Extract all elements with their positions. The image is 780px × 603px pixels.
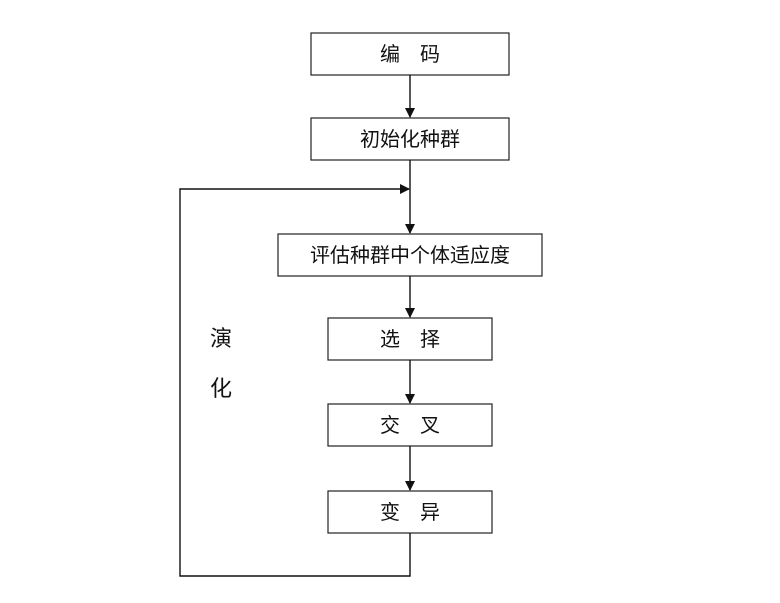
step-init-population-label: 初始化种群 [360, 127, 460, 151]
step-evaluate-fitness-label: 评估种群中个体适应度 [310, 243, 510, 267]
step-encode: 编 码 [310, 32, 510, 76]
step-selection: 选 择 [327, 317, 493, 361]
loop-label-char-2: 化 [210, 377, 232, 402]
step-mutation-label: 变 异 [380, 500, 440, 524]
evolution-loop-arrow [179, 184, 411, 577]
step-selection-label: 选 择 [380, 327, 440, 351]
step-mutation: 变 异 [327, 490, 493, 534]
step-evaluate-fitness: 评估种群中个体适应度 [277, 233, 543, 277]
step-encode-label: 编 码 [380, 42, 440, 66]
step-crossover-label: 交 叉 [380, 413, 440, 437]
loop-label-char-1: 演 [210, 327, 232, 352]
step-crossover: 交 叉 [327, 403, 493, 447]
step-init-population: 初始化种群 [310, 117, 510, 161]
